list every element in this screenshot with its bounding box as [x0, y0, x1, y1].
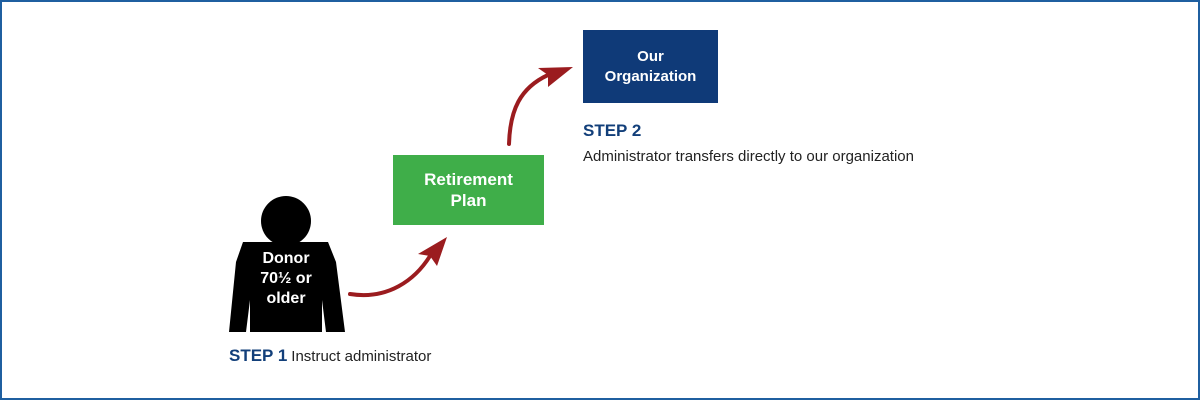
donor-label-line: 70½ or	[260, 270, 312, 287]
step2-description: Administrator transfers directly to our …	[583, 148, 914, 165]
retirement-plan-label-line: Retirement	[424, 170, 513, 189]
curved-arrow-icon	[507, 67, 573, 146]
step1-description: Instruct administrator	[291, 348, 432, 365]
donor-label-line: Donor	[262, 250, 310, 267]
retirement-plan-box: Retirement Plan	[393, 155, 544, 225]
organization-box: Our Organization	[583, 30, 718, 103]
donor-body-icon	[229, 242, 345, 332]
step1-title: STEP 1	[229, 346, 288, 365]
donor-head-icon	[261, 196, 311, 246]
donor-label: Donor 70½ or older	[246, 249, 326, 309]
curved-arrow-icon	[348, 237, 447, 298]
donor-label-line: older	[266, 290, 306, 307]
organization-label-line: Organization	[604, 67, 697, 85]
retirement-plan-label-line: Plan	[450, 191, 487, 210]
step2-title: STEP 2	[583, 121, 642, 140]
organization-label-line: Our	[637, 47, 664, 65]
